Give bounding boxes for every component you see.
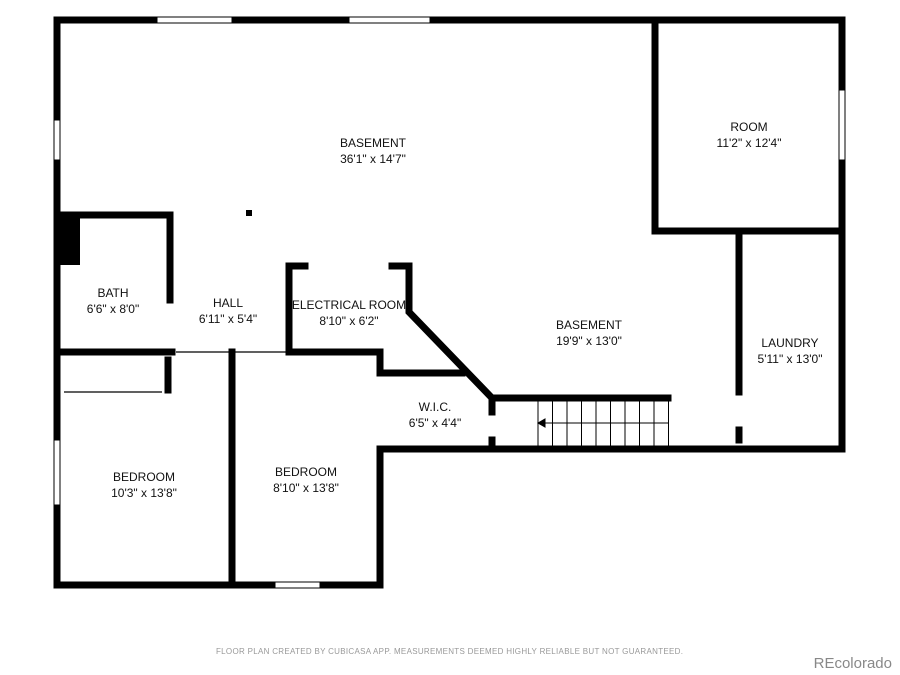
window bbox=[274, 581, 321, 589]
window bbox=[53, 119, 61, 161]
walls bbox=[53, 16, 846, 589]
window bbox=[156, 16, 233, 24]
wall-block bbox=[60, 218, 80, 265]
electrical-right-wall bbox=[388, 262, 672, 402]
room-wall bbox=[651, 16, 846, 235]
outer-wall bbox=[53, 16, 846, 589]
windows bbox=[53, 16, 846, 589]
window bbox=[838, 89, 846, 161]
bath-wall bbox=[53, 211, 174, 304]
thin-walls bbox=[64, 351, 286, 393]
window bbox=[53, 439, 61, 506]
disclaimer-text: FLOOR PLAN CREATED BY CUBICASA APP. MEAS… bbox=[216, 647, 684, 656]
room-label-wic: W.I.C.6'5" x 4'4" bbox=[408, 400, 462, 430]
post bbox=[246, 210, 252, 216]
window bbox=[348, 16, 431, 24]
brand-logo-text: REcolorado bbox=[813, 655, 892, 672]
stair-arrow-icon bbox=[536, 418, 546, 428]
stairs bbox=[536, 401, 669, 446]
electrical-wall bbox=[285, 262, 466, 377]
